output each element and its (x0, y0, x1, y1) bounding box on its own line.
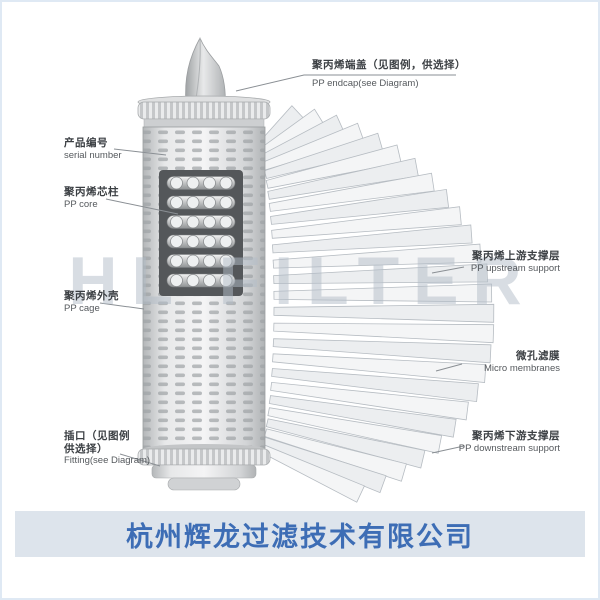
label-serial-number: 产品编号 serial number (64, 137, 122, 162)
label-serial-number-en: serial number (64, 149, 122, 161)
label-pp-cage-en: PP cage (64, 302, 100, 314)
leader-lines (99, 74, 465, 467)
label-pp-downstream-zh: 聚丙烯下游支撑层 (472, 430, 560, 442)
label-micro-membranes-en: Micro membranes (483, 362, 560, 374)
label-micro-membranes-zh: 微孔滤膜 (516, 350, 560, 362)
label-pp-upstream-en: PP upstream support (470, 262, 560, 274)
label-pp-endcap-en: PP endcap(see Diagram) (312, 77, 419, 89)
membrane-pleat-fan (254, 105, 495, 503)
label-fitting-en: Fitting(see Diagram) (64, 455, 151, 466)
leader-endcap (235, 74, 456, 92)
label-pp-endcap-zh: 聚丙烯端盖（见图例，供选择） (312, 59, 466, 71)
label-pp-upstream-support: 聚丙烯上游支撑层 PP upstream support (440, 250, 560, 275)
label-pp-downstream-en: PP downstream support (458, 442, 560, 454)
leader-serial (113, 148, 167, 156)
label-fitting-zh2: 供选择） (64, 442, 108, 455)
label-pp-core-en: PP core (64, 198, 98, 210)
label-pp-cage-zh: 聚丙烯外壳 (64, 290, 119, 302)
label-pp-upstream-zh: 聚丙烯上游支撑层 (472, 250, 560, 262)
leader-core (105, 198, 179, 215)
pp-endcap-fin (185, 37, 226, 105)
leader-cage (99, 302, 145, 310)
fitting-stub (167, 477, 241, 491)
label-pp-core-zh: 聚丙烯芯柱 (64, 186, 119, 198)
label-pp-endcap: 聚丙烯端盖（见图例，供选择） PP endcap(see Diagram) (312, 59, 466, 90)
leader-membrane (435, 363, 463, 372)
filter-cartridge-illustration (137, 37, 271, 491)
label-pp-downstream-support: 聚丙烯下游支撑层 PP downstream support (440, 430, 560, 455)
leader-downstream (431, 445, 465, 454)
label-micro-membranes: 微孔滤膜 Micro membranes (440, 350, 560, 375)
label-pp-core: 聚丙烯芯柱 PP core (64, 186, 119, 211)
label-fitting-zh1: 插口（见图例 (64, 430, 130, 442)
label-pp-cage: 聚丙烯外壳 PP cage (64, 290, 119, 315)
label-fitting: 插口（见图例 供选择） Fitting(see Diagram) (64, 430, 150, 468)
pp-core-rings (166, 176, 236, 288)
company-name-bar: 杭州辉龙过滤技术有限公司 (15, 511, 585, 557)
company-name: 杭州辉龙过滤技术有限公司 (126, 521, 474, 552)
leader-fitting (119, 453, 161, 467)
label-serial-number-zh: 产品编号 (64, 137, 108, 149)
leader-upstream (431, 266, 465, 274)
